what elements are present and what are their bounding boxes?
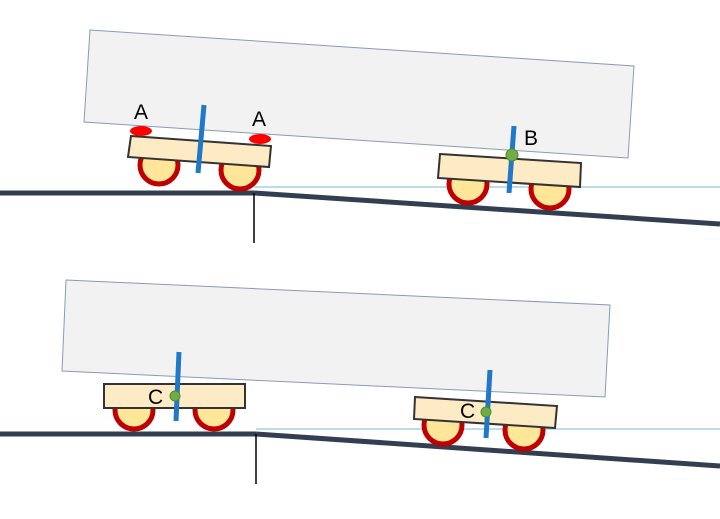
center-pivot-point: [505, 148, 519, 162]
pivot-label-c: C: [460, 400, 475, 423]
left-bogie-bottom: [103, 351, 246, 432]
pivot-label-c: C: [148, 386, 163, 409]
pivot-label-b: B: [524, 127, 538, 150]
sloped-rail-bottom: [255, 431, 720, 469]
kingpin: [173, 351, 182, 422]
center-pivot-point: [480, 406, 492, 418]
kingpin: [483, 369, 493, 439]
car-body-top: [83, 29, 635, 159]
side-bearing-contact-point: [130, 126, 152, 136]
car-body-bottom: [61, 279, 611, 398]
contact-label-a: A: [134, 101, 148, 124]
kingpin: [195, 104, 207, 174]
bottom-scenario: C C: [0, 279, 720, 484]
right-bogie-bottom: [412, 369, 559, 452]
right-bogie-top: [436, 125, 583, 211]
left-bogie-top: [126, 104, 273, 192]
top-scenario: A A B: [0, 29, 720, 243]
contact-label-a: A: [252, 108, 266, 131]
center-pivot-point: [169, 390, 181, 402]
sloped-rail-top: [253, 190, 720, 227]
side-bearing-contact-point: [249, 134, 271, 144]
